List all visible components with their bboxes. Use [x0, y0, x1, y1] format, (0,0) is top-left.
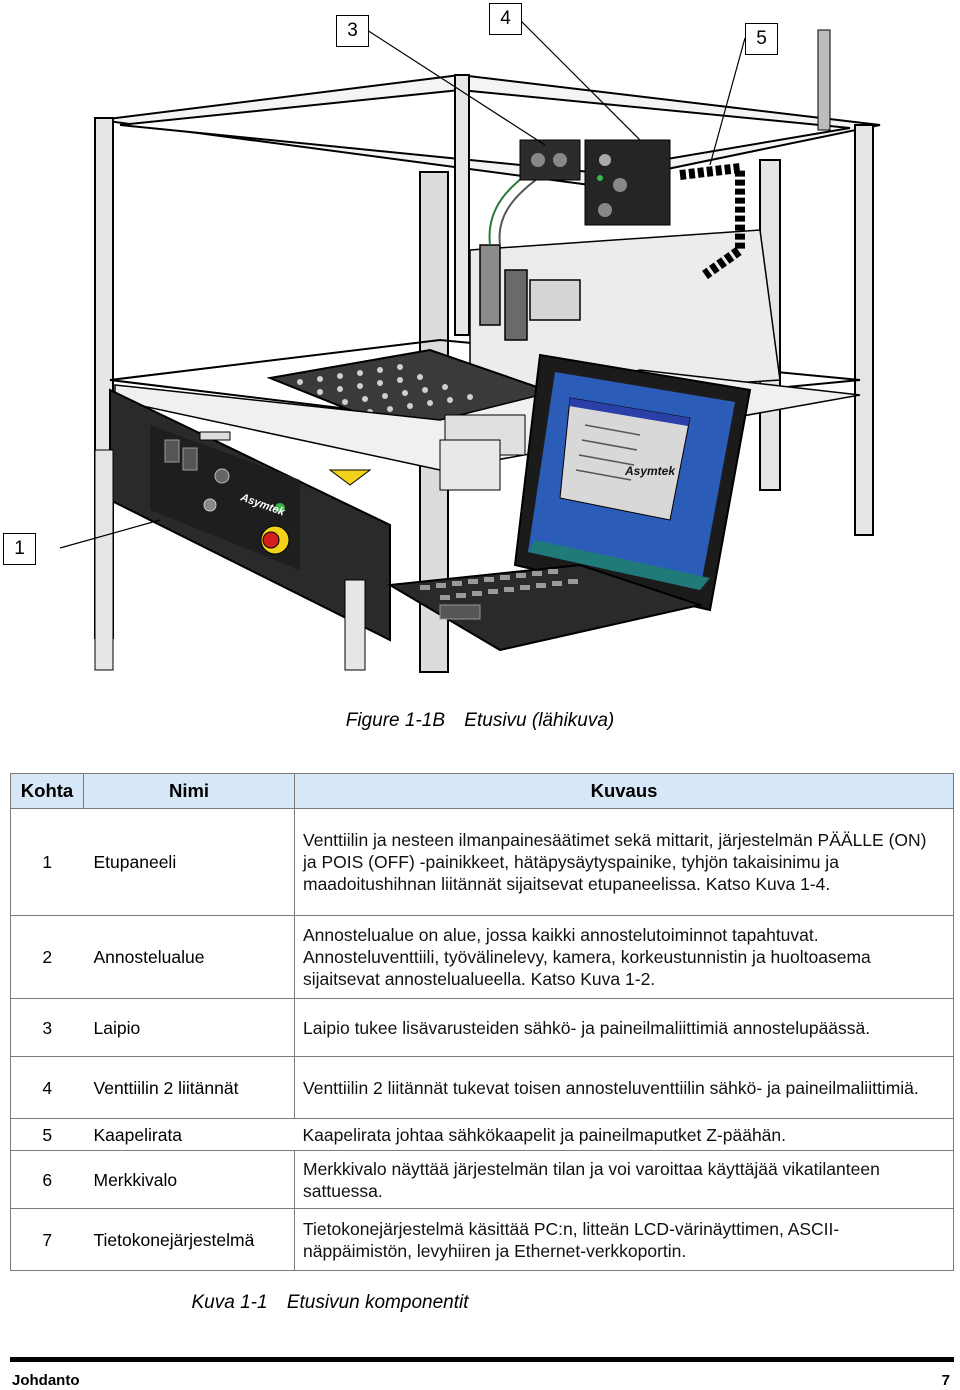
- row-description: Kaapelirata johtaa sähkökaapelit ja pain…: [294, 1118, 954, 1151]
- footer-rule: [10, 1357, 954, 1362]
- row-description: Annostelualue on alue, jossa kaikki anno…: [294, 915, 954, 999]
- callout-3: 3: [336, 15, 369, 47]
- row-name: Etupaneeli: [83, 808, 295, 916]
- machine-figure: Asymtek Asymtek: [0, 0, 960, 690]
- row-name: Venttiilin 2 liitännät: [83, 1056, 295, 1119]
- footer-page-number: 7: [941, 1372, 950, 1389]
- callout-1: 1: [3, 533, 36, 565]
- row-number: 1: [10, 808, 84, 916]
- row-number: 5: [10, 1118, 84, 1151]
- row-name: Kaapelirata: [83, 1118, 295, 1151]
- table-row: 4 Venttiilin 2 liitännät Venttiilin 2 li…: [10, 1056, 954, 1119]
- figure-caption: Figure 1-1B Etusivu (lähikuva): [0, 710, 960, 732]
- machine-illustration: Asymtek Asymtek: [59, 19, 881, 673]
- row-name: Annostelualue: [83, 915, 295, 999]
- row-description: Venttiilin 2 liitännät tukevat toisen an…: [294, 1056, 954, 1119]
- row-number: 6: [10, 1150, 84, 1209]
- row-number: 3: [10, 998, 84, 1057]
- table-row: 1 Etupaneeli Venttiilin ja nesteen ilman…: [10, 808, 954, 916]
- footer-section-title: Johdanto: [12, 1372, 80, 1389]
- callout-5: 5: [745, 23, 778, 55]
- header-kohta: Kohta: [10, 773, 84, 809]
- table-row: 5 Kaapelirata Kaapelirata johtaa sähköka…: [10, 1118, 954, 1151]
- table-caption: Kuva 1-1 Etusivun komponentit: [0, 1292, 810, 1314]
- row-description: Venttiilin ja nesteen ilmanpainesäätimet…: [294, 808, 954, 916]
- header-kuvaus: Kuvaus: [294, 773, 954, 809]
- row-name: Laipio: [83, 998, 295, 1057]
- figure-caption-text: Etusivu (lähikuva): [464, 710, 615, 731]
- row-name: Tietokonejärjestelmä: [83, 1208, 295, 1271]
- table-row: 3 Laipio Laipio tukee lisävarusteiden sä…: [10, 998, 954, 1057]
- figure-caption-label: Figure 1-1B: [345, 710, 446, 731]
- row-number: 7: [10, 1208, 84, 1271]
- table-row: 2 Annostelualue Annostelualue on alue, j…: [10, 915, 954, 999]
- components-table: Kohta Nimi Kuvaus 1 Etupaneeli Venttiili…: [10, 773, 954, 1271]
- callout-4: 4: [489, 3, 522, 35]
- row-description: Laipio tukee lisävarusteiden sähkö- ja p…: [294, 998, 954, 1057]
- row-number: 4: [10, 1056, 84, 1119]
- row-description: Tietokonejärjestelmä käsittää PC:n, litt…: [294, 1208, 954, 1271]
- table-caption-text: Etusivun komponentit: [286, 1292, 469, 1313]
- screen-logo: Asymtek: [624, 464, 676, 478]
- header-nimi: Nimi: [83, 773, 295, 809]
- table-row: 7 Tietokonejärjestelmä Tietokonejärjeste…: [10, 1208, 954, 1271]
- row-name: Merkkivalo: [83, 1150, 295, 1209]
- table-row: 6 Merkkivalo Merkkivalo näyttää järjeste…: [10, 1150, 954, 1209]
- table-header-row: Kohta Nimi Kuvaus: [10, 773, 954, 809]
- row-description: Merkkivalo näyttää järjestelmän tilan ja…: [294, 1150, 954, 1209]
- table-caption-label: Kuva 1-1: [191, 1292, 268, 1313]
- row-number: 2: [10, 915, 84, 999]
